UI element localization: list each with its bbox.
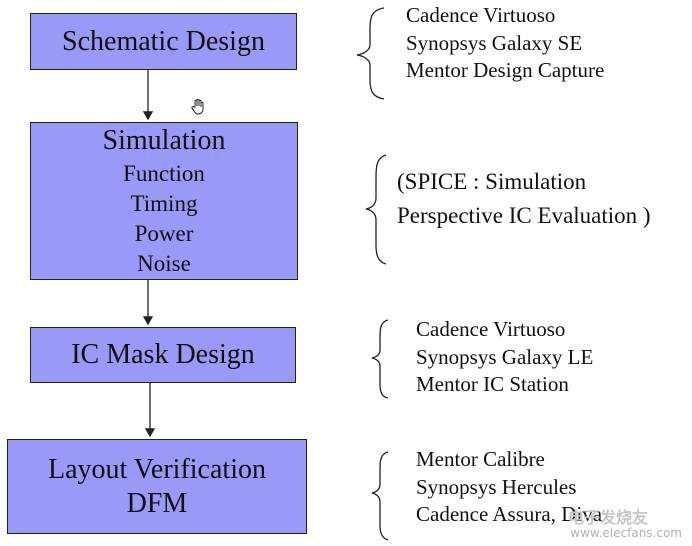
hand-cursor-icon	[191, 98, 204, 115]
brace-schematic-tools	[356, 7, 385, 100]
schematic-tool-item: Synopsys Galaxy SE	[406, 30, 583, 55]
schematic-design-box: Schematic Design	[30, 13, 297, 70]
schematic-design-label: Schematic Design	[62, 25, 265, 57]
simulation-box: Simulation Function Timing Power Noise	[30, 122, 298, 280]
watermark-text: www.elecfans.com	[570, 526, 682, 540]
layout-verification-box: Layout Verification DFM	[7, 439, 307, 534]
ic-mask-design-box: IC Mask Design	[30, 327, 296, 383]
mask-tool-item: Cadence Virtuoso	[416, 317, 566, 341]
brace-mask-tools	[371, 319, 389, 399]
verification-tools-list: Mentor Calibre Synopsys Hercules Cadence…	[416, 446, 602, 529]
ic-mask-design-label: IC Mask Design	[71, 339, 255, 371]
schematic-tool-item: Mentor Design Capture	[406, 58, 605, 82]
watermark-logo: 电子发烧友	[567, 508, 648, 527]
verification-tool-item: Mentor Calibre	[416, 447, 545, 471]
simulation-tool-item: (SPICE : Simulation	[397, 169, 587, 194]
simulation-function-label: Function	[123, 161, 205, 186]
verification-tool-item: Cadence Assura, Diva	[416, 502, 603, 526]
simulation-timing-label: Timing	[130, 191, 198, 216]
mask-tool-item: Synopsys Galaxy LE	[416, 344, 594, 369]
schematic-tool-item: Cadence Virtuoso	[406, 3, 556, 27]
brace-simulation-tools	[365, 154, 387, 265]
schematic-tools-list: Cadence Virtuoso Synopsys Galaxy SE Ment…	[406, 2, 604, 85]
brace-verification-tools	[371, 451, 389, 541]
layout-verification-label: Layout Verification	[48, 453, 266, 485]
dfm-label: DFM	[126, 487, 188, 519]
mask-tool-item: Mentor IC Station	[416, 372, 569, 396]
mask-tools-list: Cadence Virtuoso Synopsys Galaxy LE Ment…	[416, 316, 593, 399]
simulation-label: Simulation	[102, 125, 226, 156]
simulation-tools-list: (SPICE : Simulation Perspective IC Evalu…	[397, 165, 651, 233]
simulation-noise-label: Noise	[137, 251, 191, 276]
simulation-tool-item: Perspective IC Evaluation )	[397, 203, 651, 228]
verification-tool-item: Synopsys Hercules	[416, 474, 577, 499]
simulation-power-label: Power	[134, 221, 194, 246]
